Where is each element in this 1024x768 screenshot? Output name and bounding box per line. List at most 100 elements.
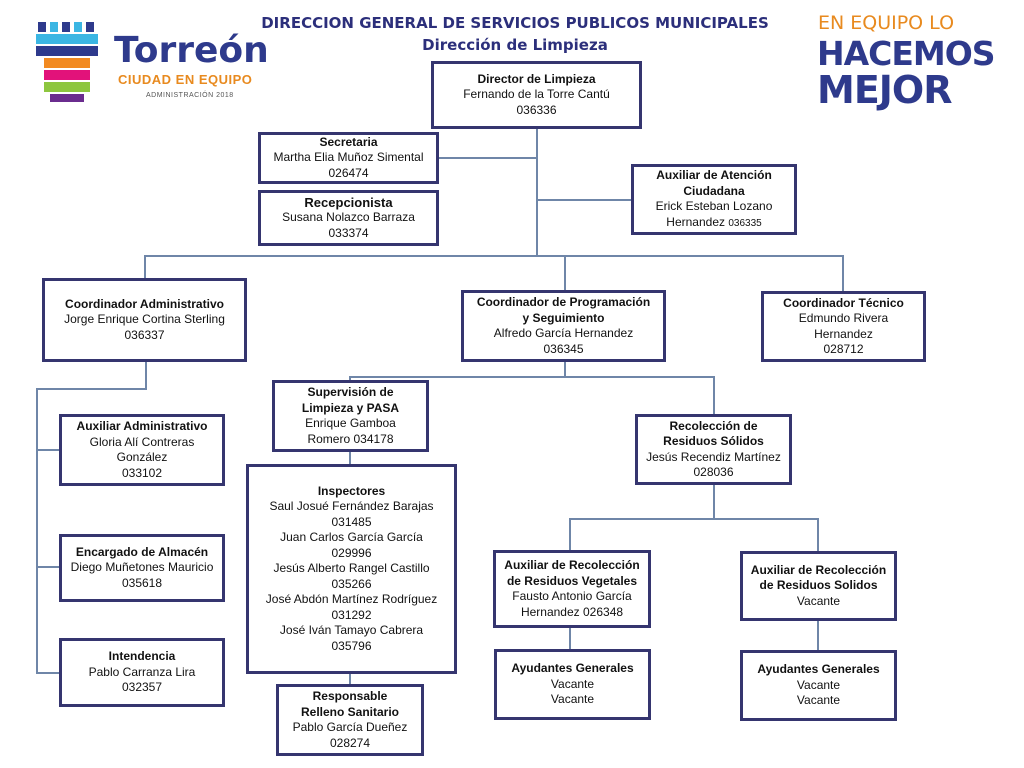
- castle-icon: [36, 22, 98, 102]
- node-title-2: Limpieza y PASA: [301, 400, 400, 415]
- node-intendencia: Intendencia Pablo Carranza Lira 032357: [59, 638, 225, 707]
- node-auxiliar-atencion: Auxiliar de Atención Ciudadana Erick Est…: [631, 164, 797, 235]
- node-title-2: Residuos Sólidos: [663, 434, 764, 448]
- inspector-id: 029996: [331, 545, 372, 560]
- node-id: 028036: [693, 465, 734, 479]
- node-name-2: Hernandez 036335: [666, 215, 761, 232]
- node-name: Alfredo García Hernandez: [493, 326, 634, 340]
- node-title: Supervisión de: [307, 385, 394, 399]
- slogan-line-2: HACEMOS: [817, 34, 996, 73]
- node-name-2: Hernandez: [814, 326, 873, 341]
- node-name: Diego Muñetones Mauricio: [70, 560, 214, 575]
- node-id: 036336: [516, 102, 557, 117]
- inspector-id: 035266: [331, 576, 372, 591]
- node-id: 036345: [543, 341, 584, 356]
- node-coord-tec: Coordinador Técnico Edmundo Rivera Herna…: [761, 291, 926, 362]
- node-id: 026474: [328, 165, 369, 180]
- node-name: Jesús Recendiz Martínez: [646, 449, 781, 464]
- node-id: 028274: [329, 735, 371, 750]
- node-title: Auxiliar de Recolección: [504, 558, 640, 572]
- node-id: 033102: [121, 465, 163, 480]
- node-inspectores: Inspectores Saul Josué Fernández Barajas…: [246, 464, 457, 674]
- node-title: Ayudantes Generales: [511, 661, 634, 676]
- node-title: Ayudantes Generales: [757, 662, 880, 677]
- inspector-name: José Abdón Martínez Rodríguez: [265, 592, 438, 607]
- node-name: Erick Esteban Lozano: [655, 199, 773, 213]
- node-name: Enrique Gamboa: [305, 416, 396, 430]
- node-name: Gloria Alí Contreras: [89, 434, 195, 449]
- title-line-2: Dirección de Limpieza: [422, 36, 608, 54]
- node-director: Director de Limpieza Fernando de la Torr…: [431, 61, 642, 129]
- node-id: 028712: [823, 342, 864, 356]
- node-title: Auxiliar Administrativo: [76, 419, 208, 433]
- node-id: 032357: [121, 680, 163, 695]
- node-relleno: Responsable Relleno Sanitario Pablo Garc…: [276, 684, 424, 756]
- inspector-id: 031292: [331, 607, 372, 622]
- node-name-part: Hernandez: [666, 214, 725, 229]
- torreon-logo: Torreón CIUDAD EN EQUIPO ADMINISTRACIÓN …: [30, 14, 270, 106]
- node-title: Coordinador de Programación: [476, 295, 651, 309]
- node-title: Recepcionista: [304, 194, 393, 210]
- node-title-2: Ciudadana: [683, 183, 745, 198]
- node-title: Responsable: [312, 689, 388, 703]
- node-title-2: Relleno Sanitario: [300, 704, 400, 719]
- inspector-name: José Iván Tamayo Cabrera: [279, 623, 424, 638]
- node-recoleccion: Recolección de Residuos Sólidos Jesús Re…: [635, 414, 792, 485]
- node-title: Secretaria: [319, 134, 378, 149]
- node-name: Susana Nolazco Barraza: [282, 210, 415, 225]
- node-name: Edmundo Rivera: [798, 311, 889, 325]
- node-vacante-2: Vacante: [550, 692, 595, 707]
- node-name-2: Romero 034178: [307, 431, 394, 446]
- inspector-id: 035796: [331, 638, 372, 653]
- node-title: Coordinador Técnico: [783, 295, 904, 310]
- node-supervision: Supervisión de Limpieza y PASA Enrique G…: [272, 380, 429, 452]
- node-name: Jorge Enrique Cortina Sterling: [64, 312, 225, 327]
- node-almacen: Encargado de Almacén Diego Muñetones Mau…: [59, 534, 225, 602]
- node-title: Auxiliar de Recolección: [750, 562, 887, 577]
- inspector-name: Saul Josué Fernández Barajas: [269, 499, 434, 514]
- inspector-name: Jesús Alberto Rangel Castillo: [273, 561, 430, 576]
- node-title: Intendencia: [108, 649, 176, 664]
- node-name: Fausto Antonio García: [512, 589, 632, 603]
- title-line-1: DIRECCION GENERAL DE SERVICIOS PUBLICOS …: [261, 14, 769, 32]
- node-vacante: Vacante: [796, 593, 841, 608]
- node-name: Pablo García Dueñez: [292, 720, 408, 734]
- node-id: 036335: [728, 217, 762, 229]
- node-aux-solidos: Auxiliar de Recolección de Residuos Soli…: [740, 551, 897, 621]
- node-recepcionista: Recepcionista Susana Nolazco Barraza 033…: [258, 190, 439, 246]
- logo-left-tagline: CIUDAD EN EQUIPO: [118, 72, 253, 87]
- logo-left-sub: ADMINISTRACIÓN 2018: [146, 92, 234, 99]
- node-id: 035618: [121, 575, 163, 590]
- node-aux-admin: Auxiliar Administrativo Gloria Alí Contr…: [59, 414, 225, 486]
- node-ayudantes-2: Ayudantes Generales Vacante Vacante: [740, 650, 897, 721]
- node-secretaria: Secretaria Martha Elia Muñoz Simental 02…: [258, 132, 439, 184]
- node-name: Martha Elia Muñoz Simental: [273, 150, 424, 165]
- node-title: Inspectores: [317, 483, 386, 498]
- node-title: Auxiliar de Atención: [656, 168, 772, 182]
- node-name-2: Hernandez 026348: [520, 604, 624, 619]
- node-vacante-2: Vacante: [796, 693, 841, 708]
- node-coord-admin: Coordinador Administrativo Jorge Enrique…: [42, 278, 247, 362]
- node-title-2: y Seguimiento: [522, 310, 605, 325]
- page-title: DIRECCION GENERAL DE SERVICIOS PUBLICOS …: [250, 12, 780, 56]
- node-title: Encargado de Almacén: [75, 544, 209, 559]
- logo-left-name: Torreón: [114, 30, 269, 71]
- node-coord-prog: Coordinador de Programación y Seguimient…: [461, 290, 666, 362]
- node-ayudantes-1: Ayudantes Generales Vacante Vacante: [494, 649, 651, 720]
- node-title-2: de Residuos Vegetales: [506, 573, 638, 588]
- node-title: Director de Limpieza: [477, 71, 596, 86]
- node-name-2: González: [116, 450, 168, 464]
- node-name: Pablo Carranza Lira: [88, 664, 196, 679]
- node-title: Recolección de: [669, 418, 758, 433]
- inspector-id: 031485: [331, 514, 372, 529]
- node-vacante: Vacante: [796, 677, 841, 692]
- node-id: 036337: [124, 327, 165, 342]
- inspector-name: Juan Carlos García García: [280, 530, 423, 545]
- node-title: Coordinador Administrativo: [65, 296, 224, 311]
- node-id: 033374: [328, 225, 369, 240]
- node-title-2: de Residuos Solidos: [759, 578, 878, 593]
- slogan-logo: EN EQUIPO LO HACEMOS MEJOR: [815, 12, 1000, 112]
- slogan-line-1: EN EQUIPO LO: [818, 12, 955, 34]
- node-vacante: Vacante: [550, 676, 595, 691]
- node-name: Fernando de la Torre Cantú: [463, 87, 610, 102]
